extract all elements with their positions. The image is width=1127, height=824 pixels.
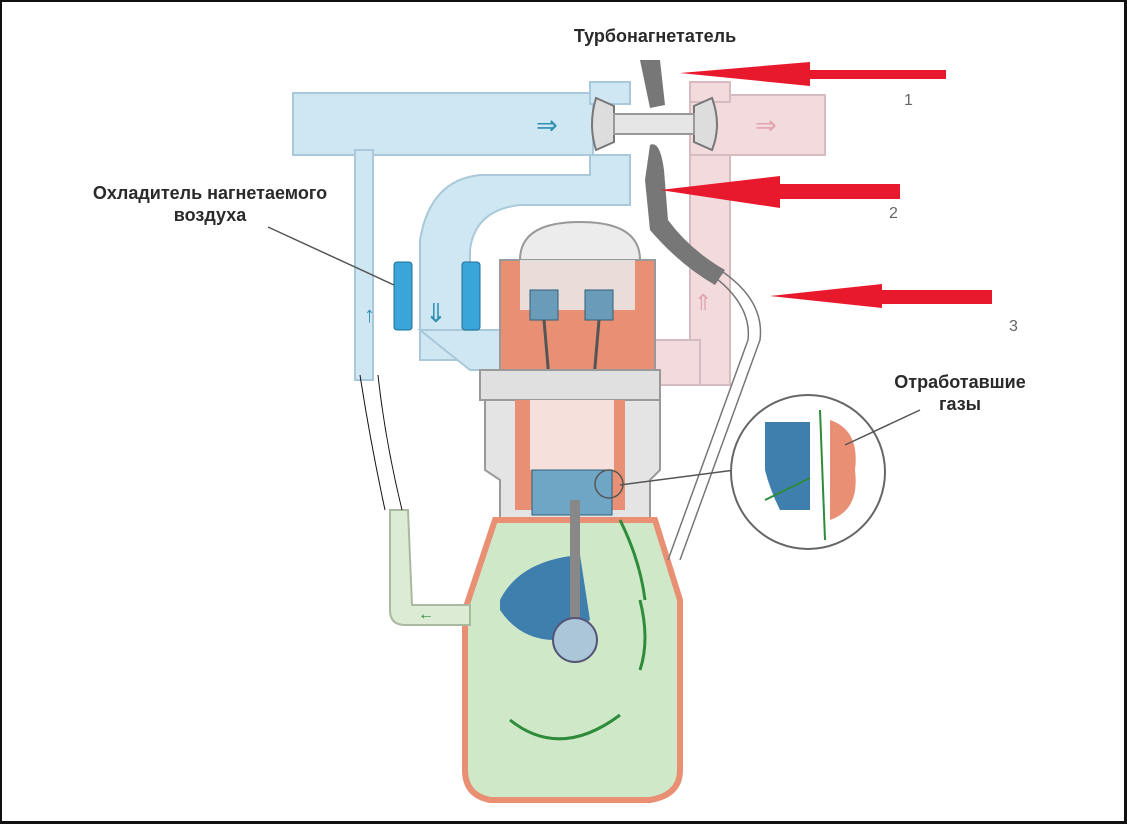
breather-flow-arrow-icon: ← bbox=[418, 606, 434, 623]
exhaust-up-arrow-icon: ⇑ bbox=[694, 290, 712, 315]
intake-flow-arrow-icon: ⇒ bbox=[536, 110, 558, 140]
red-arrow-3 bbox=[770, 284, 992, 308]
oil-line bbox=[640, 60, 762, 561]
turbocharger-label: Турбонагнетатель bbox=[573, 26, 737, 46]
intake-down-arrow-icon: ⇓ bbox=[425, 298, 447, 328]
piston-ring-detail-magnifier bbox=[619, 394, 921, 550]
intake-up-arrow-icon: ↑ bbox=[364, 302, 375, 327]
breather-tube: ← bbox=[359, 374, 471, 626]
turbocharger-icon bbox=[591, 96, 718, 152]
charge-air-cooler-label-line1: Охладитель нагнетаемого bbox=[92, 183, 328, 203]
charge-air-cooler-label: Охладитель нагнетаемого воздуха bbox=[50, 182, 370, 226]
exhaust-gases-label: Отработавшие газы bbox=[870, 371, 1050, 415]
charge-air-cooler-label-line2: воздуха bbox=[173, 205, 247, 225]
exhaust-gases-label-line1: Отработавшие bbox=[894, 372, 1026, 392]
marker-2: 2 bbox=[889, 205, 898, 222]
marker-3: 3 bbox=[1009, 318, 1018, 335]
marker-1: 1 bbox=[904, 92, 913, 109]
crankcase bbox=[462, 500, 683, 803]
exhaust-flow-arrow-icon: ⇒ bbox=[755, 110, 777, 140]
red-arrow-2 bbox=[660, 176, 900, 208]
cylinder-block bbox=[484, 399, 661, 521]
charge-air-cooler-icon bbox=[393, 261, 481, 331]
red-arrow-1 bbox=[680, 62, 946, 86]
cooler-leader-line bbox=[267, 226, 395, 286]
exhaust-gases-label-line2: газы bbox=[938, 394, 982, 414]
